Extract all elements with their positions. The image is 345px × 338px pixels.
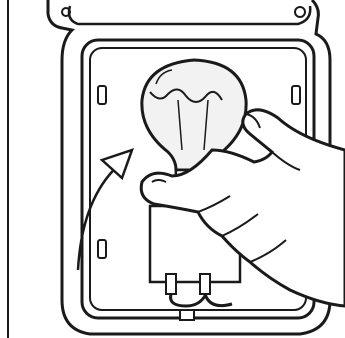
socket-terminal-left — [166, 274, 176, 294]
rotation-arrow-icon — [78, 162, 122, 270]
socket-wire-left — [171, 294, 206, 306]
housing-clip-right-top — [292, 86, 300, 104]
socket-wire-right — [205, 294, 232, 306]
housing-clip-left-top — [98, 86, 106, 104]
housing-bottom-tab — [180, 310, 194, 320]
rotation-arrow-head — [102, 150, 132, 178]
lamp-housing-rim — [69, 6, 310, 24]
housing-clip-left-bottom — [98, 240, 106, 258]
housing-screw-top-right — [295, 7, 305, 17]
socket-terminal-right — [200, 274, 210, 294]
